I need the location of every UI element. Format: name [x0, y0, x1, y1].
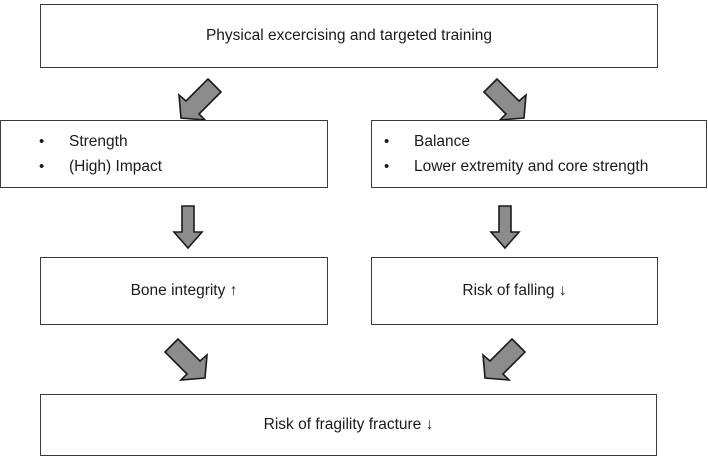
arrow-top-to-left-branch	[176, 77, 223, 121]
box-balance-lower-extremity: • Balance • Lower extremity and core str…	[371, 120, 707, 188]
box-risk-of-falling: Risk of falling ↓	[371, 257, 658, 325]
bullet-marker: •	[384, 132, 390, 150]
arrow-right-balance-to-falling	[489, 205, 521, 251]
box-bone-integrity: Bone integrity ↑	[40, 257, 328, 325]
box-risk-of-fragility-fracture: Risk of fragility fracture ↓	[40, 394, 657, 456]
bullet-marker: •	[39, 158, 45, 175]
arrow-left-strength-to-bone	[172, 205, 204, 251]
bullet-marker: •	[39, 132, 45, 150]
bullet-label: Lower extremity and core strength	[414, 158, 649, 175]
box-physical-exercising: Physical excercising and targeted traini…	[40, 4, 658, 68]
strength-impact-list: • Strength • (High) Impact	[39, 129, 162, 180]
list-item: • Balance	[384, 129, 648, 154]
bullet-label: Balance	[414, 132, 471, 150]
box-risk-of-falling-label: Risk of falling ↓	[462, 281, 567, 299]
box-strength-impact: • Strength • (High) Impact	[0, 120, 328, 188]
box-risk-of-fragility-fracture-label: Risk of fragility fracture ↓	[263, 415, 434, 433]
bullet-marker: •	[384, 158, 390, 175]
list-item: • (High) Impact	[39, 154, 162, 179]
arrow-top-to-right-branch	[482, 77, 528, 121]
bullet-label: (High) Impact	[69, 158, 163, 175]
list-item: • Strength	[39, 129, 162, 154]
box-bone-integrity-label: Bone integrity ↑	[130, 281, 238, 299]
arrow-bone-to-outcome	[163, 337, 211, 384]
bullet-label: Strength	[69, 132, 128, 150]
list-item: • Lower extremity and core strength	[384, 154, 648, 179]
box-physical-exercising-label: Physical excercising and targeted traini…	[205, 26, 493, 44]
balance-strength-list: • Balance • Lower extremity and core str…	[384, 129, 648, 180]
arrow-falling-to-outcome	[480, 337, 528, 384]
